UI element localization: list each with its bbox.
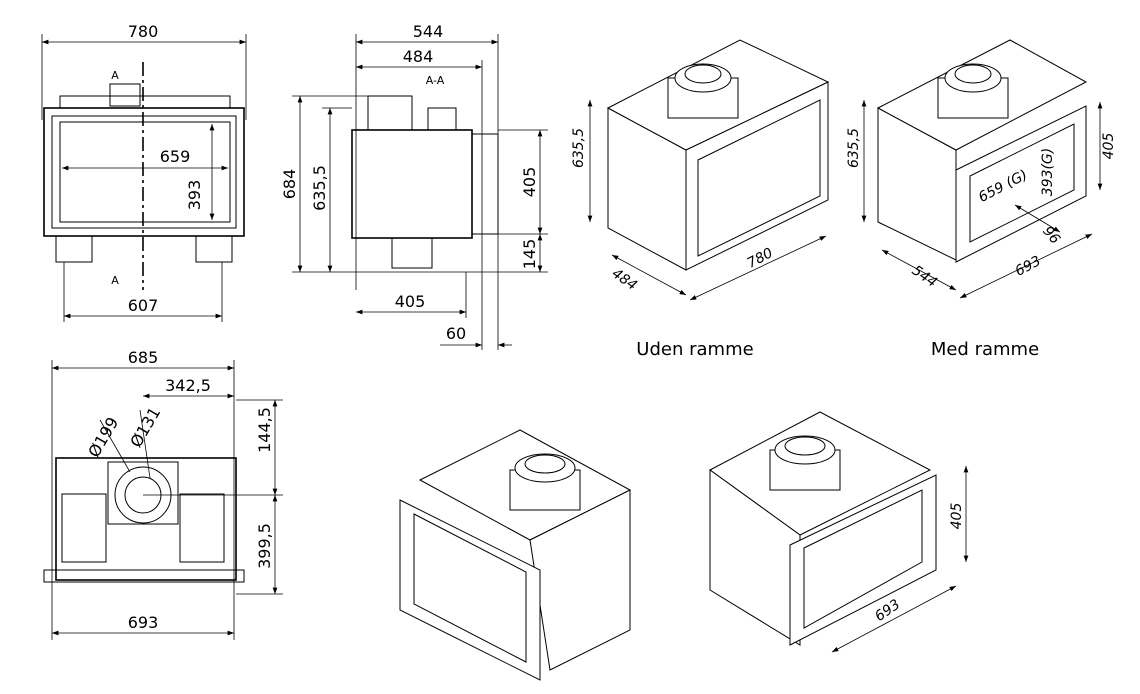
dim-glass-width: 659 <box>160 147 191 166</box>
dim-leg-span: 405 <box>395 292 426 311</box>
front-body <box>43 107 245 237</box>
caption-with-frame: Med ramme <box>931 339 1039 360</box>
section-label: A-A <box>426 74 445 87</box>
top-body <box>55 457 237 581</box>
dim-front-width: 780 <box>128 22 159 41</box>
glass-panel <box>59 121 231 223</box>
dim-iso1-depth: 484 <box>609 266 640 294</box>
dim-top-width: 685 <box>128 348 159 367</box>
dim-rear-offset: 399,5 <box>255 523 274 569</box>
dim-iso2-height: 635,5 <box>846 128 862 168</box>
dim-top-half-width: 342,5 <box>165 376 211 395</box>
iso-bottom-right: 405 693 <box>709 411 969 653</box>
dim-iso2-glass-height: 393(G) <box>1040 148 1056 197</box>
dim-base-height: 145 <box>520 239 539 270</box>
dim-top-frame-width: 693 <box>128 613 159 632</box>
dim-iso1-height: 635,5 <box>571 128 587 168</box>
section-body <box>351 129 473 239</box>
section-mark-bottom: A <box>111 274 119 287</box>
section-mark-top: A <box>111 69 119 82</box>
iso-with-frame: 635,5 405 659 (G) 393(G) 96 544 693 Med … <box>846 39 1117 360</box>
dim-height-total: 684 <box>280 169 299 200</box>
dim-base-width: 607 <box>128 296 159 315</box>
dim-opening-height: 405 <box>520 167 539 198</box>
dim-frame-depth: 60 <box>446 324 466 343</box>
section-view: 544 484 A-A 684 635,5 405 145 405 60 <box>280 22 548 350</box>
iso-bottom-left <box>399 429 632 681</box>
front-view: 780 A A 659 393 607 <box>41 22 247 322</box>
dim-flue-inner: Ø131 <box>126 404 164 451</box>
dim-flue-outer: Ø199 <box>84 414 122 461</box>
dim-depth-body: 484 <box>403 47 434 66</box>
dim-iso1-width: 780 <box>745 245 776 272</box>
dim-glass-height: 393 <box>185 180 204 211</box>
dim-iso3-frame-height: 405 <box>949 503 965 530</box>
dim-iso2-frame-depth: 96 <box>1039 223 1063 247</box>
dim-front-offset: 144,5 <box>255 407 274 453</box>
dim-iso2-width: 693 <box>1013 253 1044 280</box>
dim-depth-total: 544 <box>413 22 444 41</box>
top-view: 685 342,5 Ø199 Ø131 144,5 399,5 693 <box>43 348 283 640</box>
caption-without-frame: Uden ramme <box>636 339 753 360</box>
dim-height-body: 635,5 <box>310 165 329 211</box>
dim-iso2-frame-height: 405 <box>1101 133 1117 160</box>
iso-without-frame: 635,5 484 780 Uden ramme <box>571 39 830 360</box>
